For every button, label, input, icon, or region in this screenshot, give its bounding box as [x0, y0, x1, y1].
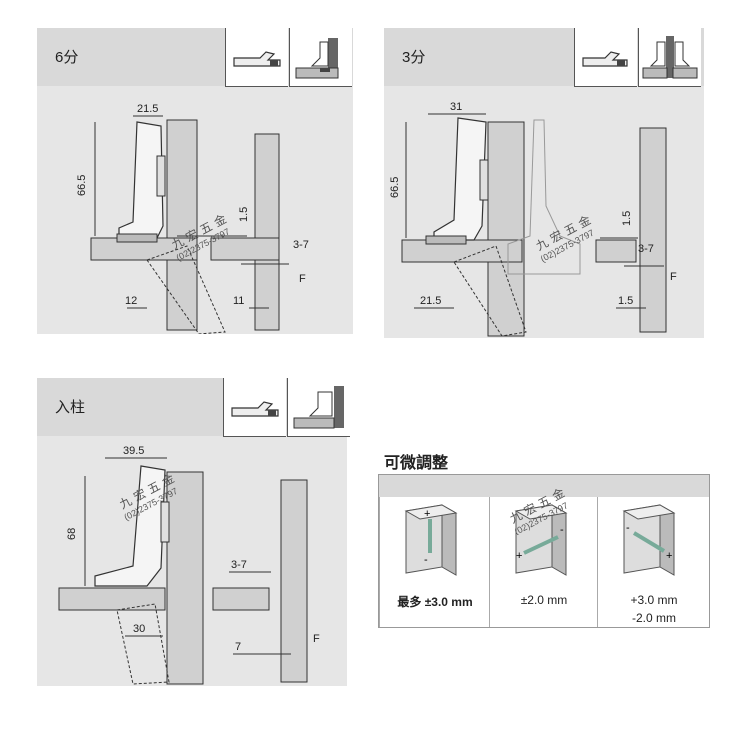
panel-full-overlay: 6分 21.5 66.5 [37, 28, 353, 334]
svg-text:五: 五 [562, 220, 579, 238]
adjustment-cell-side: + - ±2.0 mm [489, 497, 598, 627]
dim-gap: 3-7 [231, 559, 247, 571]
svg-text:五: 五 [536, 493, 553, 511]
hinge-open-icon [223, 378, 286, 437]
dim-bottom-left: 21.5 [420, 295, 441, 307]
adjust-value: +3.0 mm [630, 593, 678, 607]
adjustment-cell-height: - + +3.0 mm -2.0 mm [597, 497, 710, 627]
svg-text:五: 五 [197, 219, 214, 237]
panel-title: 6分 [55, 49, 79, 66]
svg-text:九: 九 [117, 494, 134, 512]
dim-vertical: 1.5 [238, 207, 250, 222]
dim-bottom-right: 11 [233, 295, 244, 307]
cabinet-full-overlay-icon [289, 28, 352, 87]
dim-vertical: 1.5 [621, 211, 633, 226]
hinge-diagram-inset: 39.5 68 3-7 30 7 F 九 宏 五 金 (02)2375-3797 [58, 445, 320, 685]
panel-title: 入柱 [55, 399, 86, 416]
dim-bottom-right: 1.5 [618, 295, 633, 307]
adjust-value: ±2.0 mm [520, 593, 568, 607]
svg-text:+: + [424, 508, 430, 520]
adjustment-cell-depth: + - 最多 ±3.0 mm [379, 497, 490, 627]
dim-height: 66.5 [389, 177, 401, 198]
svg-text:-: - [560, 524, 564, 536]
dim-bottom-left: 12 [125, 295, 137, 307]
dim-f: F [670, 271, 677, 283]
adjustment-table-header [379, 475, 709, 497]
adjustment-table: + - 最多 ±3.0 mm + - ±2.0 mm - + +3.0 mm -… [378, 474, 710, 628]
adjust-side-illustration: + - [514, 504, 568, 576]
watermark: 九 宏 五 金 (02)2375-3797 [507, 485, 569, 535]
dim-bottom-left: 30 [133, 623, 145, 635]
adjust-value: 最多 ±3.0 mm [397, 595, 473, 609]
adjust-value-2: -2.0 mm [631, 611, 676, 625]
adjustment-title: 可微調整 [384, 455, 449, 472]
panel-title: 3分 [402, 49, 426, 66]
svg-text:+: + [516, 550, 522, 562]
hinge-open-icon [225, 28, 288, 87]
dim-f: F [299, 273, 306, 285]
svg-text:五: 五 [145, 479, 162, 497]
dim-width: 21.5 [137, 103, 158, 115]
cabinet-inset-icon [287, 378, 350, 437]
dim-width: 31 [450, 101, 462, 113]
hinge-open-icon [574, 28, 637, 87]
svg-text:九: 九 [507, 508, 524, 526]
panel-inset: 入柱 39.5 68 3-7 30 7 F 九 宏 [37, 378, 350, 686]
dim-height: 68 [66, 528, 78, 540]
svg-text:九: 九 [534, 235, 551, 253]
adjust-depth-illustration: + - [404, 504, 458, 576]
hinge-diagram-3: 31 66.5 1.5 3-7 21.5 1.5 F 九 宏 五 金 (02)2… [389, 101, 677, 337]
dim-bottom-right: 7 [235, 641, 241, 653]
dim-gap: 3-7 [638, 243, 654, 255]
dim-width: 39.5 [123, 445, 144, 457]
svg-text:九: 九 [169, 234, 186, 252]
hinge-diagram-6: 21.5 66.5 1.5 3-7 12 11 F 九 宏 五 金 (02)23… [76, 103, 309, 334]
svg-text:-: - [424, 554, 428, 566]
svg-text:-: - [626, 522, 630, 534]
dim-gap: 3-7 [293, 239, 309, 251]
dim-f: F [313, 633, 320, 645]
cabinet-half-overlay-icon [638, 28, 701, 87]
adjust-height-illustration: - + [622, 504, 676, 576]
panel-half-overlay: 3分 31 66.5 1.5 3-7 21 [384, 28, 704, 338]
svg-text:+: + [666, 550, 672, 562]
dim-height: 66.5 [76, 175, 88, 196]
